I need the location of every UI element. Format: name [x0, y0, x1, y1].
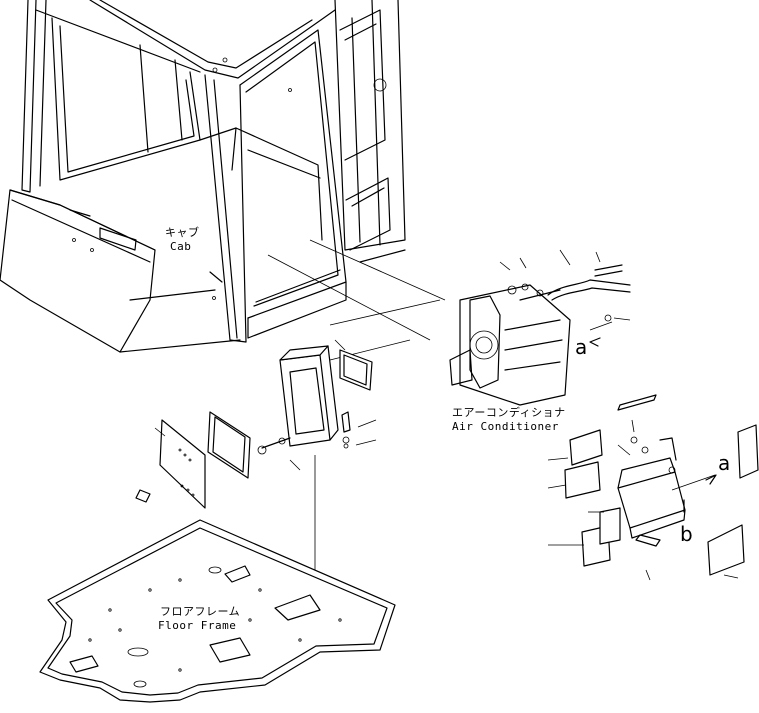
cab-assembly	[0, 0, 406, 353]
reference-a-upper: a	[575, 335, 588, 359]
duct-filter-group	[135, 339, 377, 509]
air-conditioner-label-jp: エアーコンディショナ	[452, 406, 566, 419]
reference-b: b	[680, 522, 693, 546]
cab-label-jp: キャブ	[165, 226, 200, 239]
floor-frame-label-en: Floor Frame	[158, 619, 237, 632]
floor-frame	[39, 519, 396, 703]
cab-label-en: Cab	[170, 240, 192, 253]
reference-a-lower: a	[718, 451, 731, 475]
floor-frame-label-jp: フロアフレーム	[160, 605, 241, 618]
air-conditioner-label-en: Air Conditioner	[452, 420, 559, 433]
accessory-parts	[547, 394, 759, 581]
air-conditioner-unit	[449, 249, 631, 406]
